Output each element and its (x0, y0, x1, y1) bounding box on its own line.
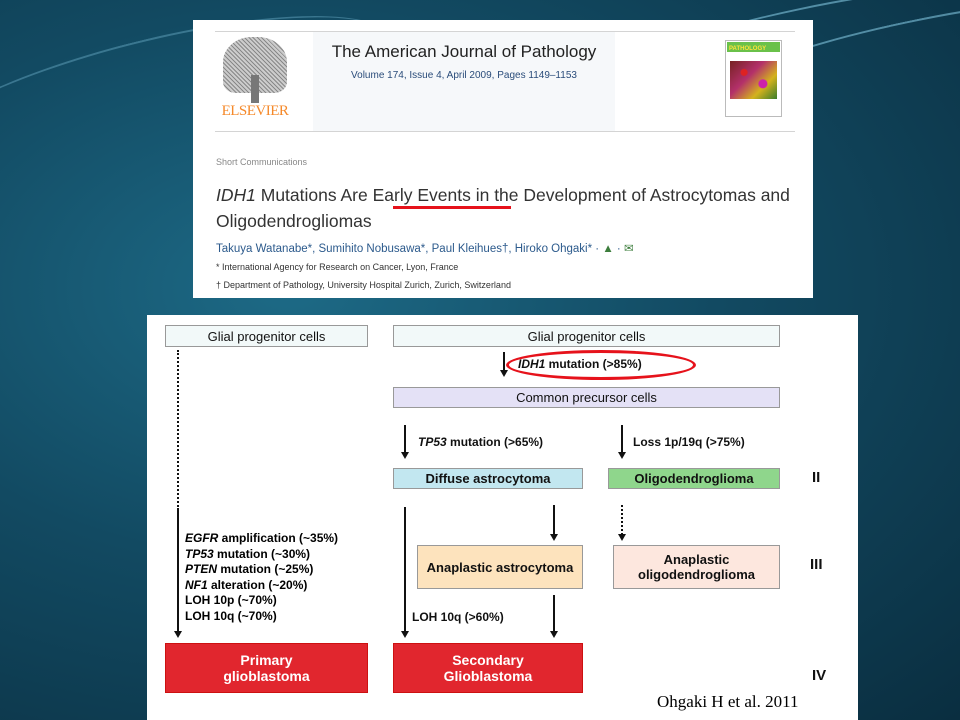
grade-label: IV (812, 667, 827, 684)
paper-header-screenshot: ELSEVIER The American Journal of Patholo… (193, 20, 813, 298)
citation: Ohgaki H et al. 2011 (657, 692, 799, 711)
right-progenitor-box: Glial progenitor cells (393, 325, 780, 347)
elsevier-logo: ELSEVIER (215, 35, 295, 131)
journal-cover-image[interactable]: PATHOLOGY (725, 40, 782, 117)
grade-label: II (812, 469, 821, 486)
article-title: IDH1 Mutations Are Early Events in the D… (216, 185, 790, 231)
article-section: Short Communications (216, 157, 308, 167)
secondary-glioblastoma-box: Secondary Glioblastoma (393, 643, 583, 693)
affiliation: † Department of Pathology, University Ho… (216, 280, 511, 290)
loh-10q-label: LOH 10q (>60%) (412, 610, 504, 624)
left-progenitor-box: Glial progenitor cells (165, 325, 368, 347)
journal-title[interactable]: The American Journal of Pathology (331, 42, 597, 61)
precursor-box: Common precursor cells (393, 387, 780, 408)
anaplastic-oligodendroglioma-box: Anaplastic oligodendroglioma (613, 545, 780, 589)
volume-info[interactable]: Volume 174, Issue 4, April 2009, Pages 1… (351, 70, 577, 81)
author-list[interactable]: Takuya Watanabe*, Sumihito Nobusawa*, Pa… (216, 243, 634, 255)
anaplastic-astrocytoma-box: Anaplastic astrocytoma (417, 545, 583, 589)
loss-1p19q-label: Loss 1p/19q (>75%) (633, 435, 745, 449)
diffuse-astrocytoma-box: Diffuse astrocytoma (393, 468, 583, 489)
oligodendroglioma-box: Oligodendroglioma (608, 468, 780, 489)
grade-label: III (810, 556, 823, 573)
red-ellipse-highlight (506, 350, 696, 380)
primary-alterations-list: EGFR amplification (~35%) TP53 mutation … (185, 531, 339, 623)
mail-icon: ✉ (623, 243, 634, 255)
affiliation: * International Agency for Research on C… (216, 262, 459, 272)
primary-glioblastoma-box: Primary glioblastoma (165, 643, 368, 693)
red-underline (393, 206, 511, 209)
tp53-label: TP53 mutation (>65%) (418, 435, 544, 449)
person-icon: ▲ (602, 243, 614, 255)
journal-header: The American Journal of Pathology Volume… (313, 32, 615, 131)
